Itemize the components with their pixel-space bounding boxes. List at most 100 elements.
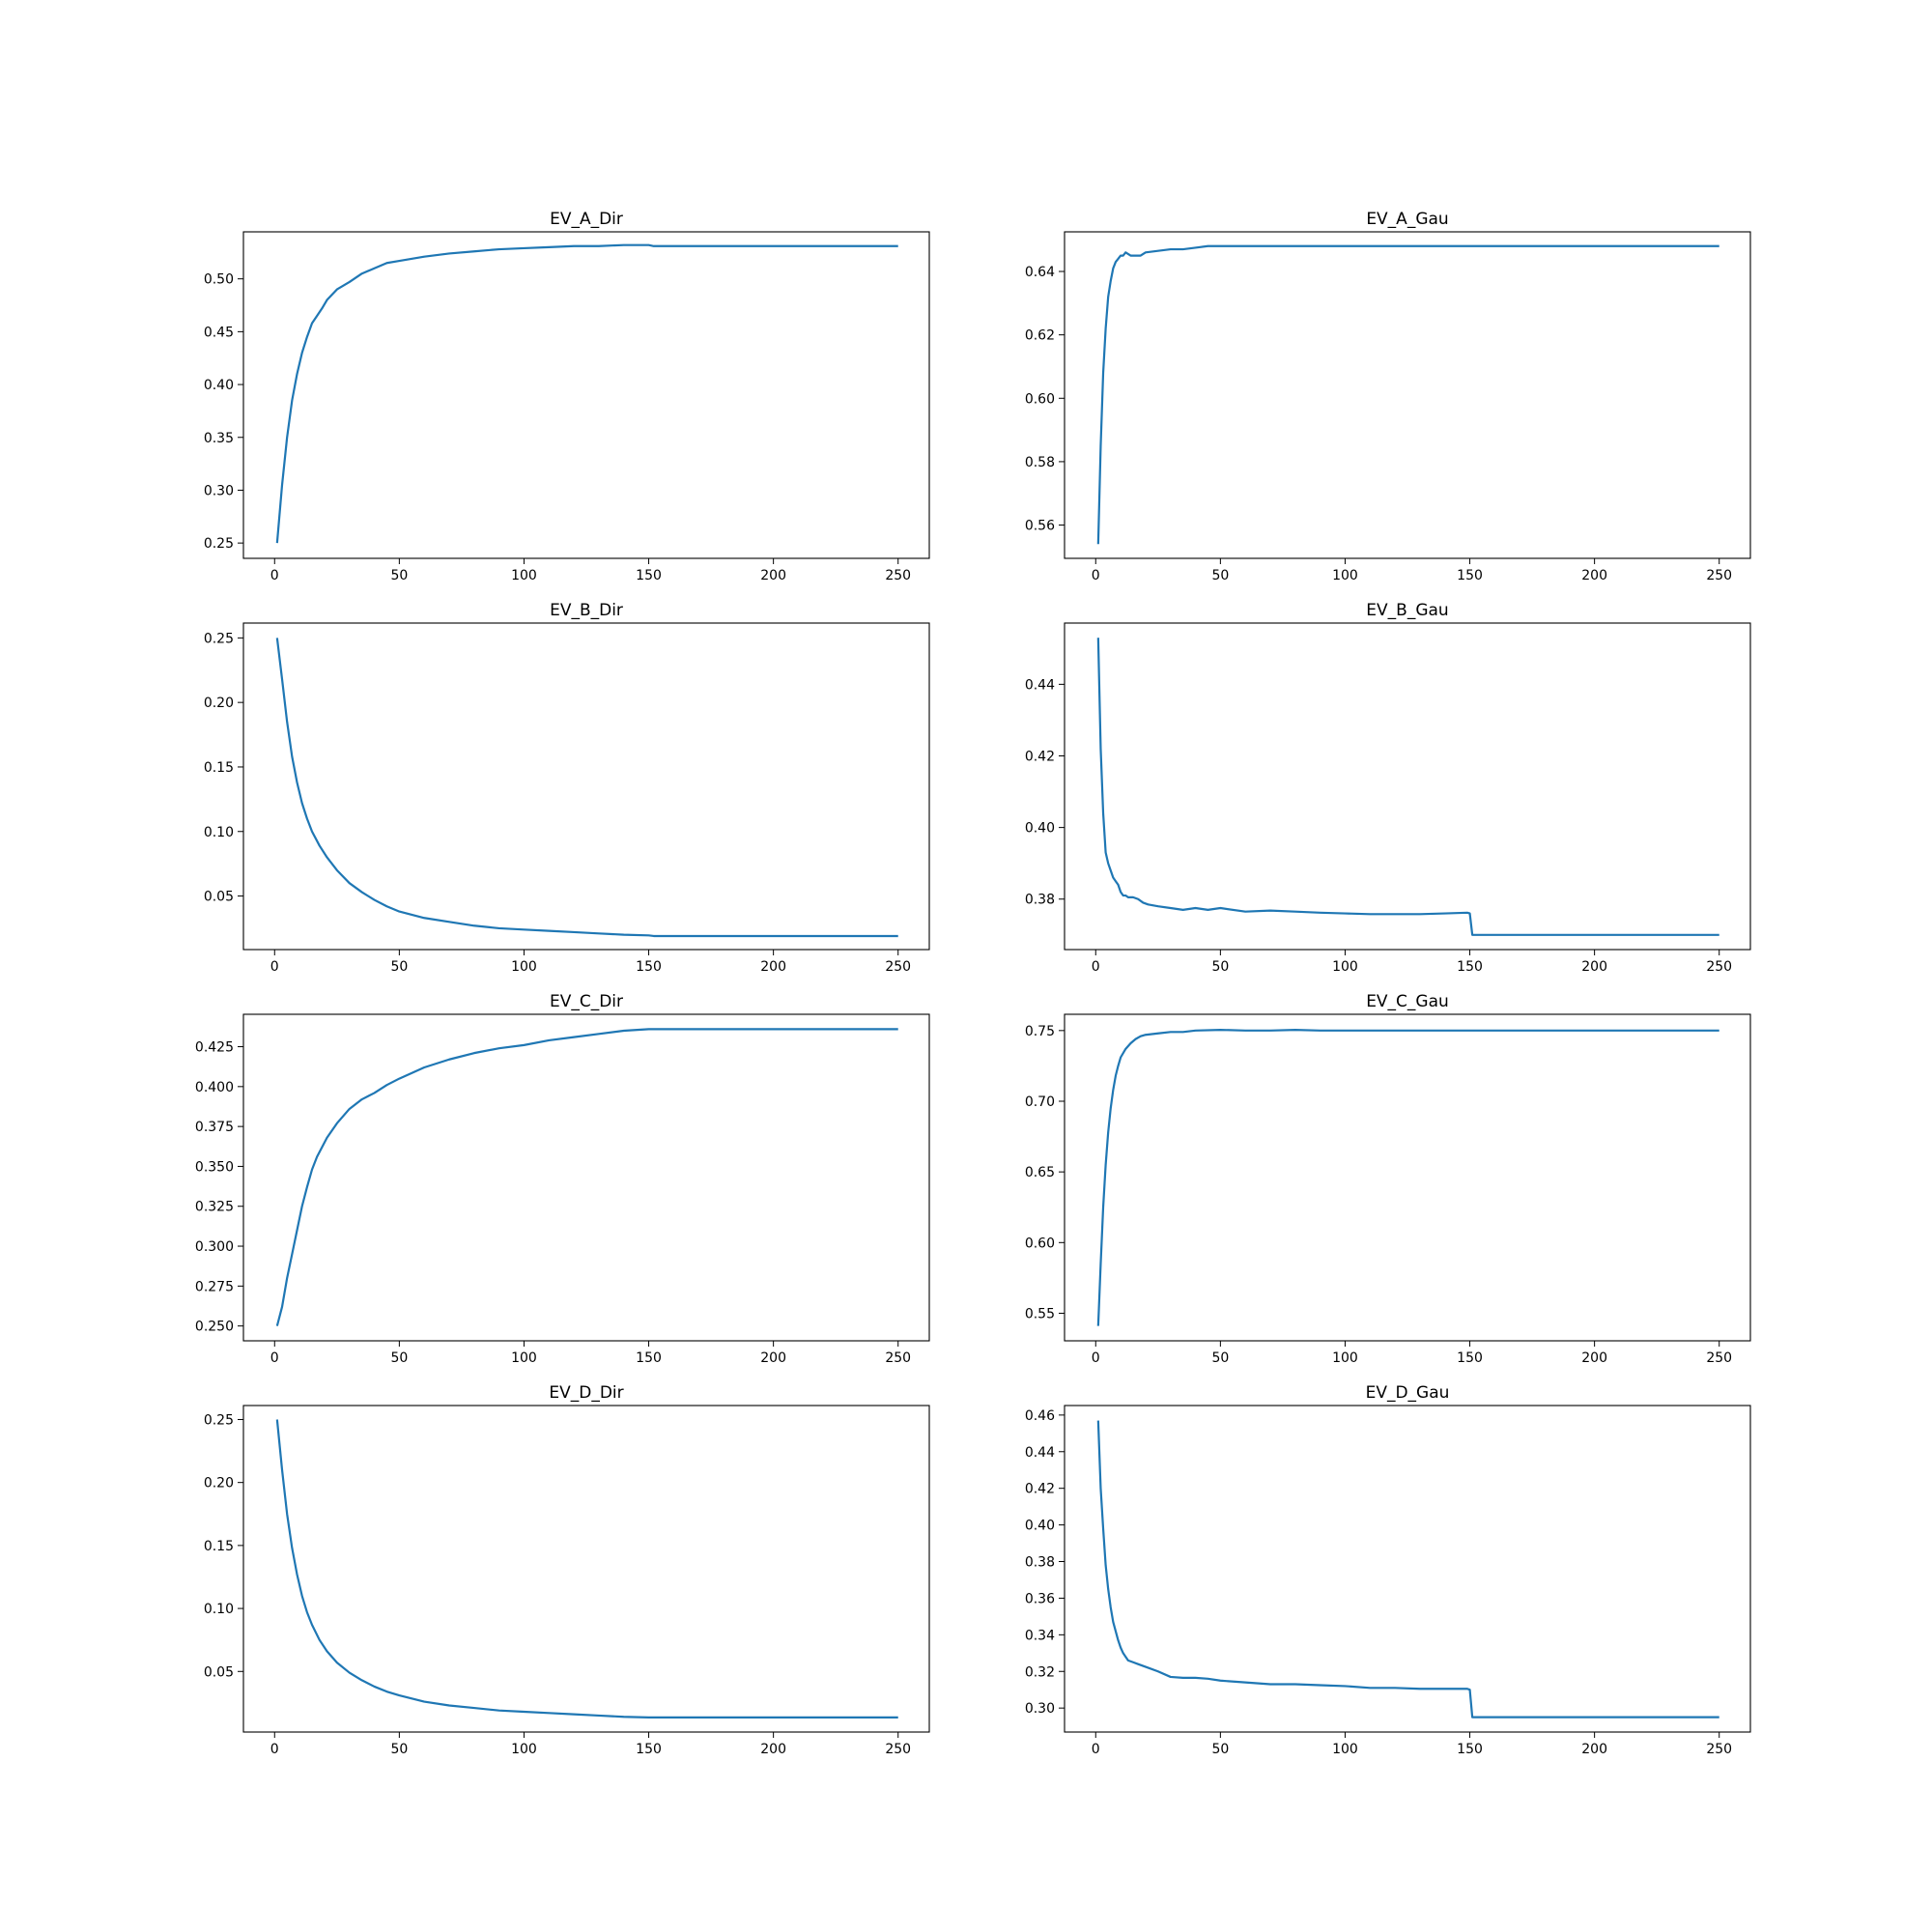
data-line (275, 1419, 898, 1719)
y-tick-label: 0.30 (204, 483, 234, 498)
y-tick-label: 0.50 (204, 272, 234, 288)
x-tick-label: 150 (1457, 568, 1483, 583)
y-tick-label: 0.325 (195, 1200, 234, 1215)
y-tick-label: 0.64 (1025, 265, 1055, 280)
x-tick-label: 200 (760, 568, 786, 583)
subplot-title: EV_D_Dir (549, 1383, 623, 1403)
x-tick-label: 100 (1332, 1742, 1358, 1757)
y-tick-label: 0.400 (195, 1080, 234, 1095)
x-tick-label: 150 (636, 1742, 662, 1757)
y-tick-label: 0.36 (1025, 1591, 1055, 1606)
x-tick-label: 200 (1581, 1742, 1607, 1757)
x-tick-label: 50 (390, 959, 408, 975)
subplot-title: EV_C_Dir (550, 992, 623, 1011)
y-tick-label: 0.44 (1025, 677, 1055, 693)
x-tick-label: 150 (636, 568, 662, 583)
x-tick-label: 0 (1092, 959, 1100, 975)
plot-frame (242, 622, 930, 951)
x-tick-label: 0 (270, 1742, 279, 1757)
plot-frame (1064, 1013, 1751, 1342)
y-tick-label: 0.75 (1025, 1024, 1055, 1039)
y-tick-label: 0.15 (204, 1539, 234, 1554)
x-tick-label: 200 (1581, 959, 1607, 975)
y-tick-label: 0.25 (204, 1412, 234, 1428)
data-line (1096, 1420, 1719, 1719)
data-line (1096, 244, 1719, 545)
y-tick-label: 0.30 (1025, 1701, 1055, 1717)
y-tick-label: 0.60 (1025, 1236, 1055, 1251)
y-tick-label: 0.40 (1025, 821, 1055, 837)
y-tick-label: 0.05 (204, 1664, 234, 1680)
y-tick-label: 0.25 (204, 536, 234, 552)
x-tick-label: 200 (760, 959, 786, 975)
subplot-title: EV_A_Gau (1366, 210, 1448, 229)
y-tick-label: 0.35 (204, 431, 234, 446)
x-tick-label: 50 (1211, 959, 1229, 975)
x-tick-label: 100 (511, 1742, 537, 1757)
x-tick-label: 100 (1332, 1350, 1358, 1366)
x-tick-label: 200 (1581, 1350, 1607, 1366)
y-tick-label: 0.38 (1025, 893, 1055, 908)
y-tick-label: 0.350 (195, 1159, 234, 1175)
y-tick-label: 0.44 (1025, 1445, 1055, 1461)
x-tick-label: 50 (390, 1350, 408, 1366)
plot-frame (1064, 622, 1751, 951)
plot-frame (1064, 1405, 1751, 1733)
y-tick-label: 0.42 (1025, 749, 1055, 764)
y-tick-label: 0.375 (195, 1120, 234, 1135)
x-tick-label: 200 (760, 1350, 786, 1366)
y-tick-label: 0.70 (1025, 1094, 1055, 1110)
y-tick-label: 0.425 (195, 1040, 234, 1056)
x-tick-label: 50 (1211, 1350, 1229, 1366)
x-tick-label: 200 (760, 1742, 786, 1757)
x-tick-label: 150 (1457, 959, 1483, 975)
x-tick-label: 200 (1581, 568, 1607, 583)
x-tick-label: 250 (885, 1742, 911, 1757)
y-tick-label: 0.250 (195, 1320, 234, 1335)
subplot-title: EV_B_Dir (550, 601, 623, 620)
x-tick-label: 0 (270, 1350, 279, 1366)
y-tick-label: 0.300 (195, 1239, 234, 1255)
y-tick-label: 0.25 (204, 631, 234, 646)
x-tick-label: 0 (270, 568, 279, 583)
x-tick-label: 250 (1706, 1350, 1732, 1366)
subplot-title: EV_D_Gau (1366, 1383, 1450, 1403)
y-tick-label: 0.62 (1025, 328, 1055, 344)
plot-frame (242, 1405, 930, 1733)
plot-frame (242, 231, 930, 559)
y-tick-label: 0.20 (204, 1476, 234, 1492)
x-tick-label: 250 (1706, 959, 1732, 975)
y-tick-label: 0.38 (1025, 1555, 1055, 1571)
x-tick-label: 150 (1457, 1350, 1483, 1366)
subplot-title: EV_B_Gau (1366, 601, 1448, 620)
subplot-title: EV_C_Gau (1366, 992, 1449, 1011)
x-tick-label: 150 (636, 1350, 662, 1366)
x-tick-label: 100 (511, 1350, 537, 1366)
y-tick-label: 0.10 (204, 1602, 234, 1617)
y-tick-label: 0.65 (1025, 1165, 1055, 1180)
x-tick-label: 0 (1092, 568, 1100, 583)
y-tick-label: 0.55 (1025, 1306, 1055, 1321)
x-tick-label: 50 (1211, 1742, 1229, 1757)
x-tick-label: 50 (1211, 568, 1229, 583)
data-line (1096, 1028, 1719, 1326)
y-tick-label: 0.32 (1025, 1664, 1055, 1680)
y-tick-label: 0.60 (1025, 391, 1055, 407)
plot-frame (1064, 231, 1751, 559)
y-tick-label: 0.20 (204, 696, 234, 711)
x-tick-label: 150 (1457, 1742, 1483, 1757)
x-tick-label: 0 (1092, 1350, 1100, 1366)
data-line (275, 1028, 898, 1326)
x-tick-label: 100 (1332, 959, 1358, 975)
y-tick-label: 0.05 (204, 890, 234, 905)
x-tick-label: 0 (270, 959, 279, 975)
y-tick-label: 0.56 (1025, 519, 1055, 534)
x-tick-label: 50 (390, 568, 408, 583)
y-tick-label: 0.42 (1025, 1482, 1055, 1497)
